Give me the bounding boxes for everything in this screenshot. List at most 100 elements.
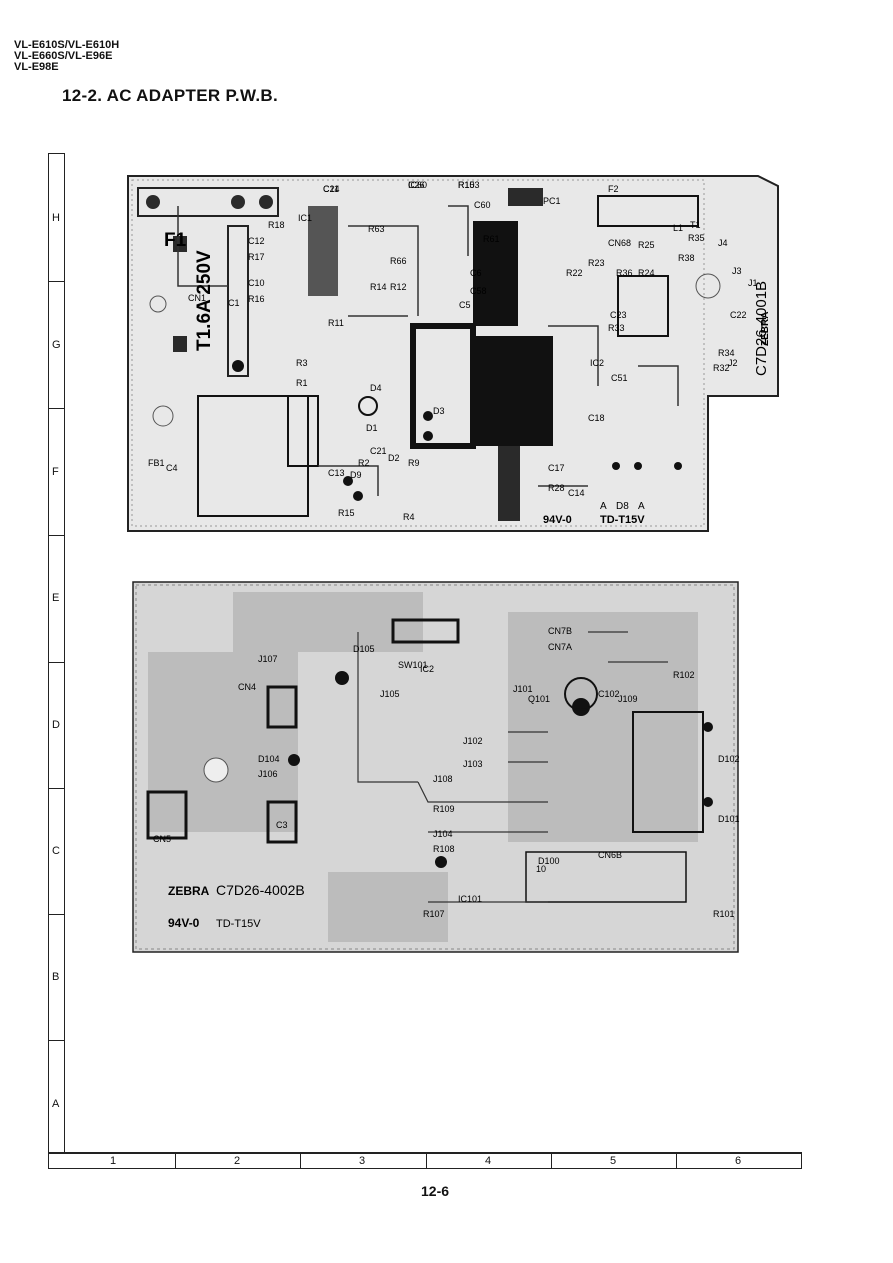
component-ref-label: PC1 xyxy=(543,196,561,206)
component-ref-label: R28 xyxy=(548,483,565,493)
component-ref-label: R3 xyxy=(296,358,308,368)
column-divider xyxy=(300,1153,301,1169)
component-ref-label: C3 xyxy=(276,820,288,830)
component-ref-label: R38 xyxy=(678,253,695,263)
board-top-material: TD-T15V xyxy=(600,514,645,526)
grid-baseline xyxy=(65,1152,802,1153)
board-top-brand: ZEBRA xyxy=(760,312,771,346)
component-ref-label: R14 xyxy=(370,282,387,292)
component-ref-label: R63 xyxy=(368,224,385,234)
component-ref-label: CN7A xyxy=(548,642,572,652)
component-ref-label: C58 xyxy=(470,286,487,296)
component-ref-label: C13 xyxy=(328,468,345,478)
model-line-3: VL-E98E xyxy=(14,61,59,73)
component-ref-label: R24 xyxy=(638,268,655,278)
row-label-g: G xyxy=(52,339,61,351)
component-ref-label: R102 xyxy=(673,670,695,680)
component-ref-label: D1 xyxy=(366,423,378,433)
column-label-6: 6 xyxy=(735,1155,742,1167)
component-ref-label: D101 xyxy=(718,814,740,824)
component-ref-label: D9 xyxy=(350,470,362,480)
section-title: 12-2. AC ADAPTER P.W.B. xyxy=(62,86,278,105)
row-label-b: B xyxy=(52,971,60,983)
component-ref-label: C5 xyxy=(459,300,471,310)
board-bottom-material: TD-T15V xyxy=(216,918,261,930)
component-ref-label: C14 xyxy=(568,488,585,498)
component-ref-label: D105 xyxy=(353,644,375,654)
component-ref-label: R66 xyxy=(390,256,407,266)
row-label-d: D xyxy=(52,719,60,731)
row-label-f: F xyxy=(52,466,59,478)
component-ref-label: T1 xyxy=(690,220,701,230)
component-ref-label: F2 xyxy=(608,184,619,194)
component-ref-label: Q101 xyxy=(528,694,550,704)
component-ref-label: SW101 xyxy=(398,660,428,670)
component-ref-label: J2 xyxy=(728,358,738,368)
component-ref-label: C10 xyxy=(248,278,265,288)
component-ref-label: J1 xyxy=(748,278,758,288)
row-label-h: H xyxy=(52,212,60,224)
component-ref-label: C23 xyxy=(610,310,627,320)
component-ref-label: C18 xyxy=(588,413,605,423)
component-ref-label: D3 xyxy=(433,406,445,416)
component-ref-label: D104 xyxy=(258,754,280,764)
column-divider xyxy=(175,1153,176,1169)
component-ref-label: FB1 xyxy=(148,458,165,468)
fuse-rating: T1.6A 250V xyxy=(194,250,215,351)
component-ref-label: J103 xyxy=(463,759,483,769)
component-ref-label: CN5 xyxy=(153,834,171,844)
component-ref-label: D4 xyxy=(370,383,382,393)
component-ref-label: J102 xyxy=(463,736,483,746)
component-ref-label: C6 xyxy=(470,268,482,278)
component-ref-label: R25 xyxy=(638,240,655,250)
component-ref-label: R10 xyxy=(458,180,475,190)
component-ref-label: C60 xyxy=(474,200,491,210)
component-ref-label: CN68 xyxy=(608,238,631,248)
component-ref-label: J3 xyxy=(732,266,742,276)
column-label-2: 2 xyxy=(234,1155,241,1167)
row-divider xyxy=(48,914,65,915)
component-ref-label: IC2 xyxy=(590,358,604,368)
component-ref-label: J101 xyxy=(513,684,533,694)
component-ref-label: C17 xyxy=(548,463,565,473)
component-ref-label: CN1 xyxy=(188,293,206,303)
component-ref-label: J4 xyxy=(718,238,728,248)
component-ref-label: R35 xyxy=(688,233,705,243)
component-ref-label: D102 xyxy=(718,754,740,764)
model-line-1: VL-E610S/VL-E610H xyxy=(14,39,120,51)
component-ref-label: R23 xyxy=(588,258,605,268)
component-ref-label: R153 xyxy=(458,180,480,190)
component-ref-label: D2 xyxy=(388,453,400,463)
component-ref-label: C12 xyxy=(248,236,265,246)
model-line-2: VL-E660S/VL-E96E xyxy=(14,50,113,62)
row-divider xyxy=(48,535,65,536)
row-divider xyxy=(48,788,65,789)
component-ref-label: R33 xyxy=(608,323,625,333)
page-number: 12-6 xyxy=(421,1183,450,1199)
component-ref-label: CN6B xyxy=(598,850,622,860)
column-label-4: 4 xyxy=(485,1155,492,1167)
row-divider xyxy=(48,408,65,409)
component-ref-label: IC60 xyxy=(408,180,427,190)
component-ref-label: R16 xyxy=(248,294,265,304)
component-ref-label: R18 xyxy=(268,220,285,230)
board-bottom-part-number: C7D26-4002B xyxy=(216,882,305,898)
component-ref-label: R61 xyxy=(483,234,500,244)
component-ref-label: C21 xyxy=(370,446,387,456)
component-ref-label: C1 xyxy=(228,298,240,308)
row-label-c: C xyxy=(52,845,60,857)
component-ref-label: CN4 xyxy=(238,682,256,692)
component-ref-label: J108 xyxy=(433,774,453,784)
column-label-3: 3 xyxy=(359,1155,366,1167)
component-ref-label: R17 xyxy=(248,252,265,262)
component-ref-label: R36 xyxy=(616,268,633,278)
component-ref-label: IC101 xyxy=(458,894,482,904)
row-label-e: E xyxy=(52,592,60,604)
component-ref-label: R12 xyxy=(390,282,407,292)
component-ref-label: J107 xyxy=(258,654,278,664)
component-ref-label: R2 xyxy=(358,458,370,468)
component-ref-label: C22 xyxy=(730,310,747,320)
row-divider xyxy=(48,662,65,663)
